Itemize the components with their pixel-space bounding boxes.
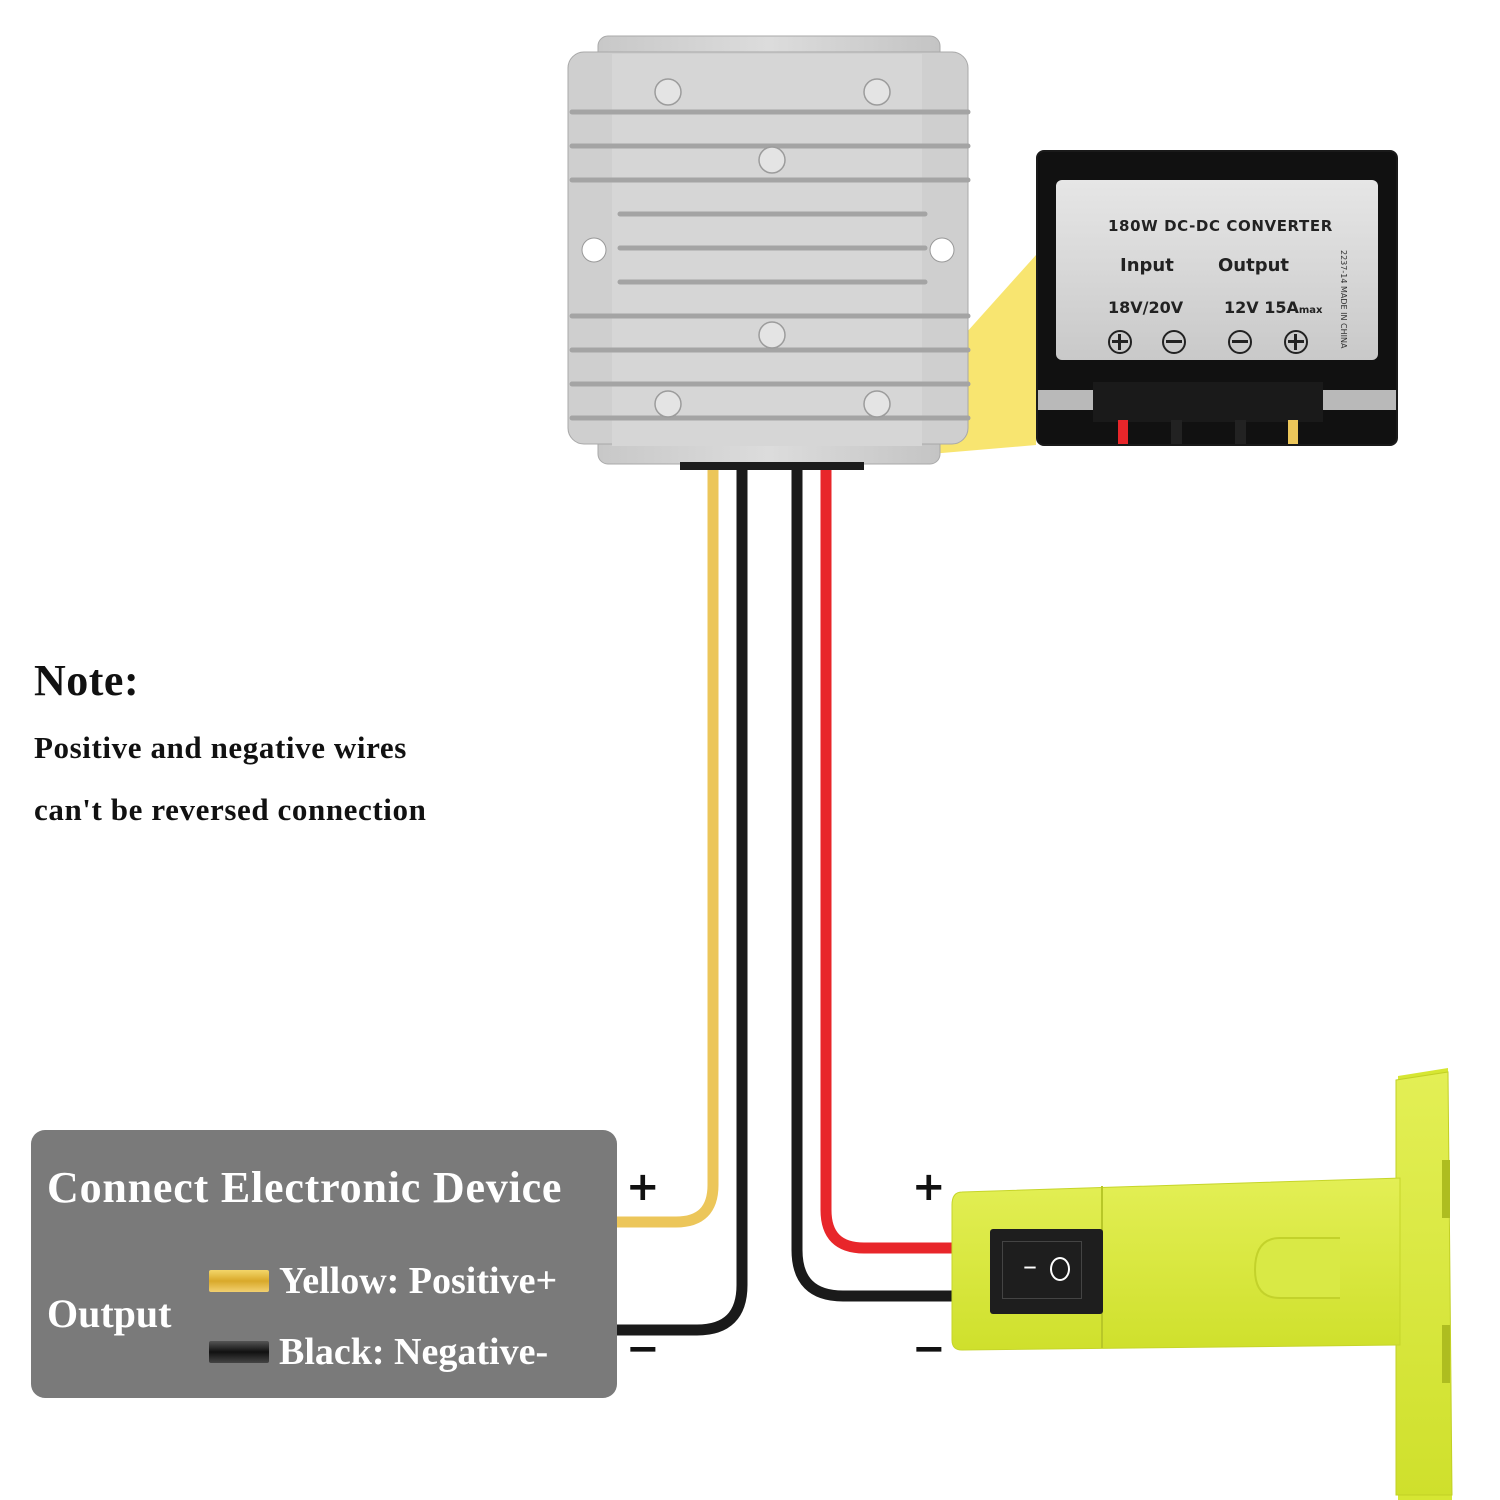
input-plus-mark: + xyxy=(912,1164,946,1210)
label-output-heading: Output xyxy=(1218,255,1290,276)
note-line: Positive and negative wires xyxy=(34,730,407,765)
wire-yellow-output-positive xyxy=(617,470,719,1228)
black-wire-swatch-icon xyxy=(209,1341,269,1363)
callout-highlight xyxy=(800,255,1036,465)
input-minus-mark: − xyxy=(912,1326,946,1372)
label-input-heading: Input xyxy=(1120,255,1174,276)
label-model-origin: 2237-14 MADE IN CHINA xyxy=(1339,250,1348,349)
panel-output-label: Output xyxy=(47,1291,172,1336)
power-switch[interactable]: – xyxy=(990,1229,1103,1314)
dc-dc-converter xyxy=(567,35,971,470)
switch-on-symbol: – xyxy=(1023,1249,1037,1282)
screw-icon xyxy=(863,78,891,106)
mounting-hole xyxy=(581,237,607,263)
label-wire-yellow xyxy=(1288,420,1298,444)
screw-icon xyxy=(863,390,891,418)
wire-black-output-negative xyxy=(617,470,748,1336)
label-wire-red xyxy=(1118,420,1128,444)
converter-label-callout: 180W DC-DC CONVERTER Input Output 18V/20… xyxy=(1036,150,1398,446)
terminal-minus-icon xyxy=(1162,330,1186,354)
label-wire-black xyxy=(1171,420,1182,444)
switch-off-circle-icon xyxy=(1050,1257,1070,1281)
wire-black-input-negative xyxy=(791,470,955,1302)
legend-item-yellow: Yellow: Positive+ xyxy=(209,1260,557,1302)
battery-adapter xyxy=(951,1068,1453,1500)
output-info-panel: Connect Electronic Device Output Yellow:… xyxy=(31,1130,617,1398)
screw-icon xyxy=(758,321,786,349)
output-plus-mark: + xyxy=(626,1164,660,1210)
terminal-plus-icon xyxy=(1284,330,1308,354)
output-minus-mark: − xyxy=(626,1326,660,1372)
label-input-voltage: 18V/20V xyxy=(1108,298,1184,317)
note-line: can't be reversed connection xyxy=(34,792,427,827)
label-wire-black xyxy=(1235,420,1246,444)
screw-icon xyxy=(654,390,682,418)
label-title: 180W DC-DC CONVERTER xyxy=(1108,217,1333,235)
mounting-hole xyxy=(929,237,955,263)
note-title: Note: xyxy=(34,656,140,705)
panel-title: Connect Electronic Device xyxy=(47,1163,563,1212)
yellow-wire-swatch-icon xyxy=(209,1270,269,1292)
screw-icon xyxy=(654,78,682,106)
terminal-minus-icon xyxy=(1228,330,1252,354)
label-plate: 180W DC-DC CONVERTER Input Output 18V/20… xyxy=(1056,180,1378,360)
label-output-rating: 12V 15Amax xyxy=(1224,298,1323,317)
legend-item-black: Black: Negative- xyxy=(209,1331,548,1373)
terminal-plus-icon xyxy=(1108,330,1132,354)
screw-icon xyxy=(758,146,786,174)
wire-red-input-positive xyxy=(820,470,955,1254)
